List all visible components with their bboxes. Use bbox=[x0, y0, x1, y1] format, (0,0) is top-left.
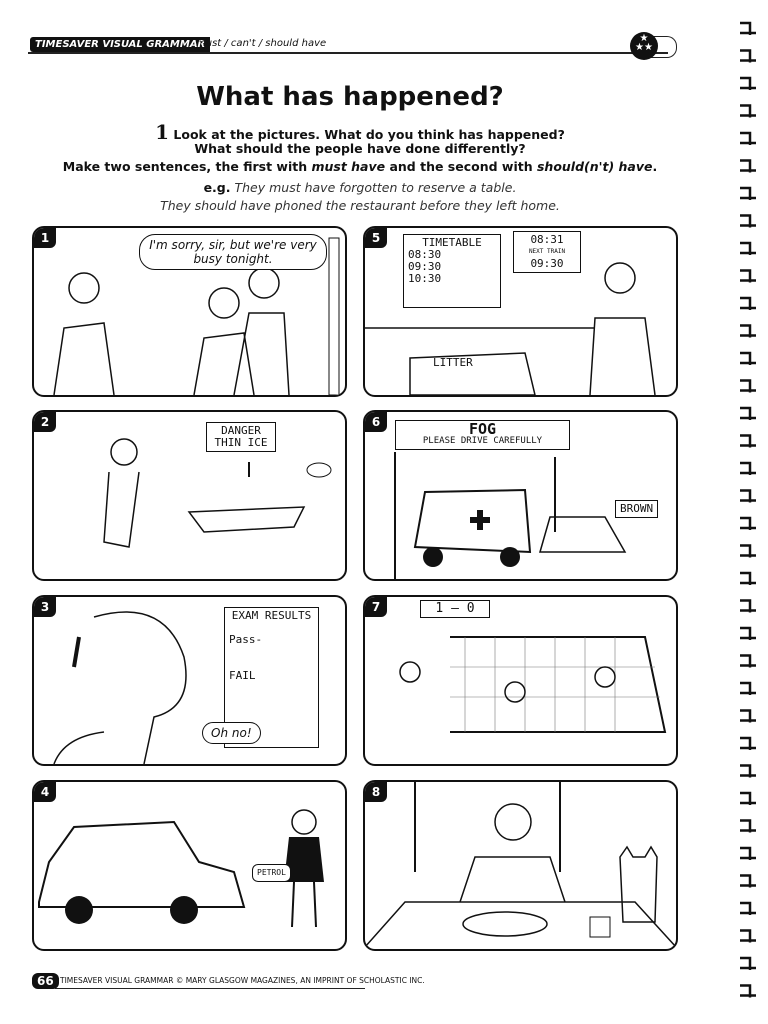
instruction-emphasis: should(n't) have bbox=[536, 159, 653, 174]
spiral-ring bbox=[740, 76, 756, 90]
panel-7-football: 7 1 – 0 bbox=[363, 595, 678, 766]
example-2: They should have phoned the restaurant b… bbox=[160, 198, 560, 213]
page-number: 66 bbox=[32, 973, 59, 989]
header-tab bbox=[650, 36, 677, 58]
panel-8-fish-dinner: 8 bbox=[363, 780, 678, 951]
fog-sign-subtitle: PLEASE DRIVE CAREFULLY bbox=[422, 436, 543, 446]
spiral-ring bbox=[740, 379, 756, 393]
example-text: They must have forgotten to reserve a ta… bbox=[234, 180, 517, 195]
spiral-ring bbox=[740, 159, 756, 173]
spiral-ring bbox=[740, 516, 756, 530]
pass-label: Pass- bbox=[229, 633, 263, 646]
exercise-number: 1 bbox=[155, 120, 170, 144]
spiral-ring bbox=[740, 764, 756, 778]
panel-2-thin-ice: 2 DANGER THIN ICE bbox=[32, 410, 347, 581]
spiral-ring bbox=[740, 49, 756, 63]
notice-title: EXAM RESULTS bbox=[231, 609, 312, 622]
spiral-ring bbox=[740, 241, 756, 255]
panel-number: 2 bbox=[34, 412, 56, 432]
spiral-ring bbox=[740, 21, 756, 35]
instruction-line-1: 1 Look at the pictures. What do you thin… bbox=[30, 120, 690, 144]
scoreboard: 1 – 0 bbox=[420, 600, 490, 618]
spiral-ring bbox=[740, 489, 756, 503]
instruction-line-2: What should the people have done differe… bbox=[194, 141, 526, 156]
panel-number: 6 bbox=[365, 412, 387, 432]
spiral-ring bbox=[740, 406, 756, 420]
panel-number: 3 bbox=[34, 597, 56, 617]
spiral-ring bbox=[740, 104, 756, 118]
example-1: e.g. They must have forgotten to reserve… bbox=[30, 180, 690, 195]
panel-1-restaurant: 1 I'm sorry, sir, but we're very busy to… bbox=[32, 226, 347, 397]
spiral-ring bbox=[740, 296, 756, 310]
header-rule bbox=[28, 52, 668, 54]
truck-label: BROWN bbox=[615, 500, 659, 518]
three-stars-icon: ★★★ bbox=[630, 32, 658, 60]
speech-bubble: I'm sorry, sir, but we're very busy toni… bbox=[139, 234, 327, 270]
instruction-text: Make two sentences, the first with bbox=[62, 159, 312, 174]
spiral-ring bbox=[740, 214, 756, 228]
spiral-ring bbox=[740, 736, 756, 750]
clock-time: 08:31 bbox=[530, 233, 564, 246]
panel-number: 7 bbox=[365, 597, 387, 617]
series-badge: TIMESAVER VISUAL GRAMMAR bbox=[30, 37, 211, 52]
spiral-ring bbox=[740, 434, 756, 448]
spiral-binding bbox=[740, 21, 756, 998]
panel-number: 1 bbox=[34, 228, 56, 248]
instruction-text: . bbox=[652, 159, 658, 174]
panel-number: 8 bbox=[365, 782, 387, 802]
spiral-ring bbox=[740, 131, 756, 145]
timetable-time: 08:30 bbox=[408, 248, 442, 261]
topic-label: must / can't / should have bbox=[196, 38, 327, 49]
spiral-ring bbox=[740, 929, 756, 943]
litter-bin-label: LITTER bbox=[433, 356, 473, 369]
instruction-text: and the second with bbox=[385, 159, 537, 174]
copyright-text: TIMESAVER VISUAL GRAMMAR © MARY GLASGOW … bbox=[60, 976, 425, 985]
panel-number: 4 bbox=[34, 782, 56, 802]
spiral-ring bbox=[740, 544, 756, 558]
petrol-can: PETROL bbox=[252, 864, 291, 882]
spiral-ring bbox=[740, 351, 756, 365]
fail-label: FAIL bbox=[229, 669, 256, 682]
panel-3-exam-results: 3 EXAM RESULTS Pass- FAIL Oh no! bbox=[32, 595, 347, 766]
instruction-emphasis: must have bbox=[311, 159, 386, 174]
instruction-text: Look at the pictures. What do you think … bbox=[173, 127, 565, 142]
spiral-ring bbox=[740, 791, 756, 805]
footer-rule bbox=[55, 988, 365, 989]
page-title: What has happened? bbox=[196, 82, 504, 112]
spiral-ring bbox=[740, 269, 756, 283]
timetable-time: 10:30 bbox=[408, 272, 442, 285]
spiral-ring bbox=[740, 186, 756, 200]
spiral-ring bbox=[740, 681, 756, 695]
spiral-ring bbox=[740, 571, 756, 585]
spiral-ring bbox=[740, 599, 756, 613]
panel-4-car: 4 PETROL bbox=[32, 780, 347, 951]
next-train-label: NEXT TRAIN bbox=[528, 248, 566, 255]
spiral-ring bbox=[740, 626, 756, 640]
spiral-ring bbox=[740, 874, 756, 888]
spiral-ring bbox=[740, 846, 756, 860]
spiral-ring bbox=[740, 324, 756, 338]
instruction-line-3: Make two sentences, the first with must … bbox=[30, 159, 690, 174]
danger-sign: DANGER THIN ICE bbox=[206, 422, 276, 452]
spiral-ring bbox=[740, 901, 756, 915]
fog-sign-title: FOG bbox=[468, 420, 497, 438]
spiral-ring bbox=[740, 956, 756, 970]
timetable-title: TIMETABLE bbox=[422, 236, 482, 249]
spiral-ring bbox=[740, 709, 756, 723]
example-label: e.g. bbox=[203, 180, 231, 195]
spiral-ring bbox=[740, 461, 756, 475]
timetable-time: 09:30 bbox=[408, 260, 442, 273]
spiral-ring bbox=[740, 654, 756, 668]
next-train-time: 09:30 bbox=[530, 257, 564, 270]
spiral-ring bbox=[740, 984, 756, 998]
spiral-ring bbox=[740, 819, 756, 833]
panel-number: 5 bbox=[365, 228, 387, 248]
speech-bubble: Oh no! bbox=[202, 722, 261, 744]
